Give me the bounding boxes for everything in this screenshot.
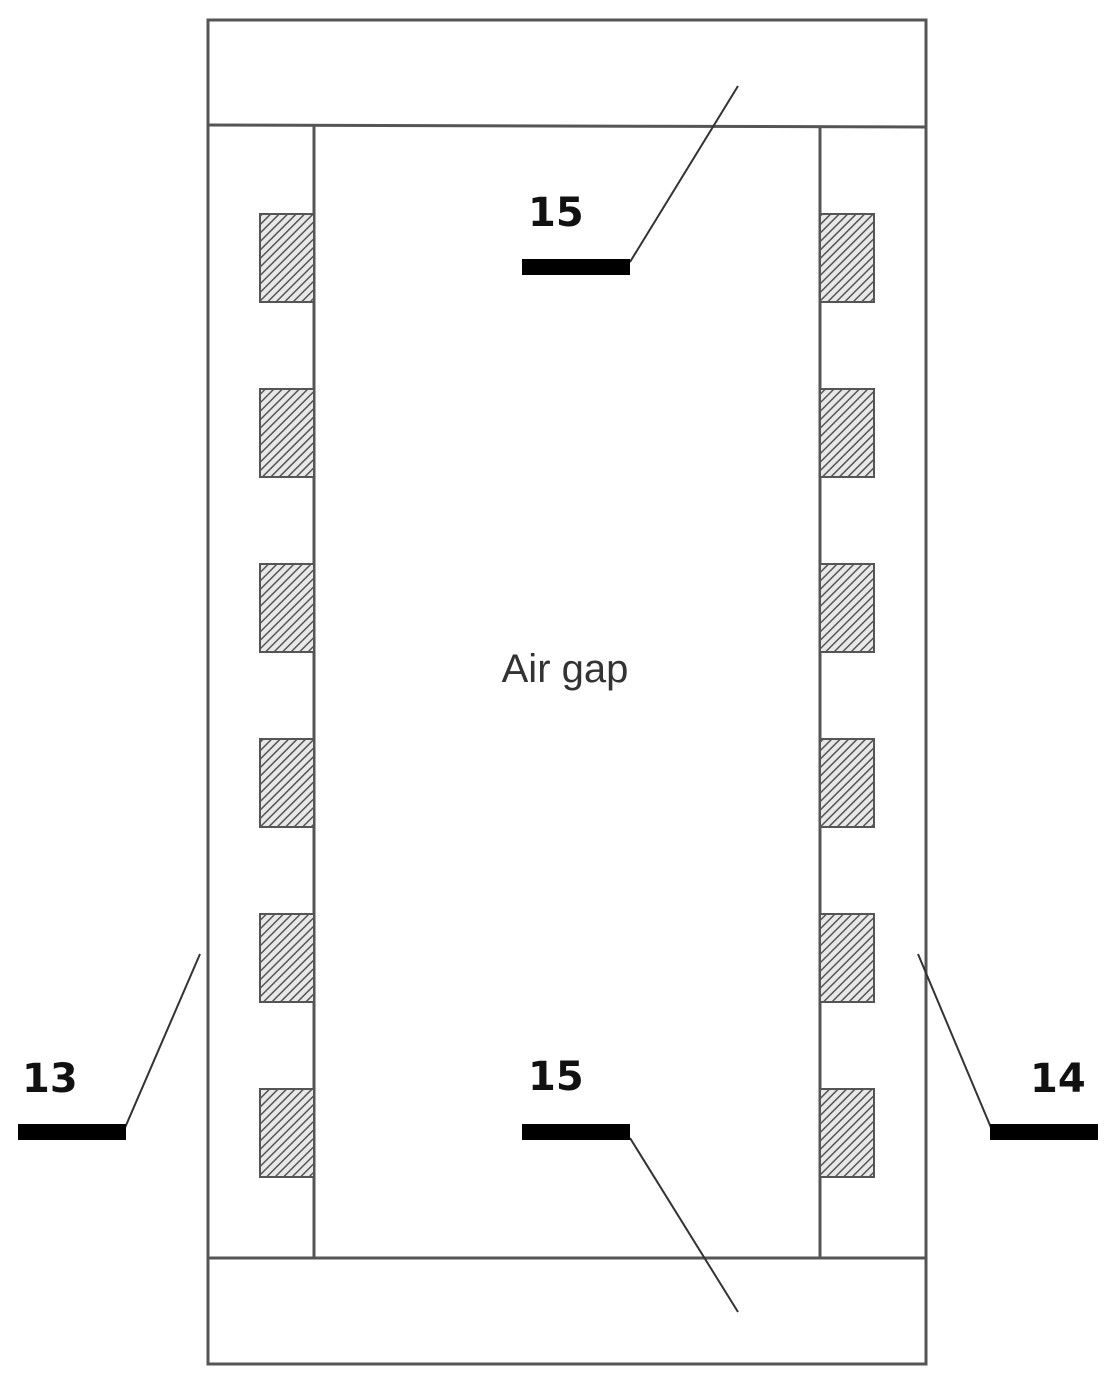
right-coil-block (819, 213, 875, 303)
bottom-label-15: 15 (528, 1054, 584, 1100)
left-coil-group (259, 213, 315, 1178)
right-coil-block (819, 563, 875, 653)
right-coil-block (819, 913, 875, 1003)
right-label-14: 14 (1030, 1056, 1086, 1102)
right-coil-block (819, 388, 875, 478)
left-coil-block (259, 738, 315, 828)
bottom-label-bar (522, 1124, 630, 1140)
bottom-leader-line (629, 1137, 739, 1313)
air-gap-label: Air gap (502, 647, 629, 691)
left-leader-line (123, 953, 201, 1131)
left-coil-block (259, 913, 315, 1003)
right-leader-line (917, 953, 993, 1131)
top-yoke-line (207, 123, 927, 129)
top-leader-line (629, 85, 739, 263)
left-label-13: 13 (22, 1056, 78, 1102)
right-coil-block (819, 1088, 875, 1178)
right-coil-group (819, 213, 875, 1178)
left-coil-block (259, 563, 315, 653)
right-label-bar (990, 1124, 1098, 1140)
left-coil-block (259, 1088, 315, 1178)
left-label-bar (18, 1124, 126, 1140)
top-label-15: 15 (528, 190, 584, 236)
outer-frame (206, 18, 928, 1366)
right-coil-block (819, 738, 875, 828)
left-coil-block (259, 213, 315, 303)
left-coil-block (259, 388, 315, 478)
top-label-bar (522, 259, 630, 275)
